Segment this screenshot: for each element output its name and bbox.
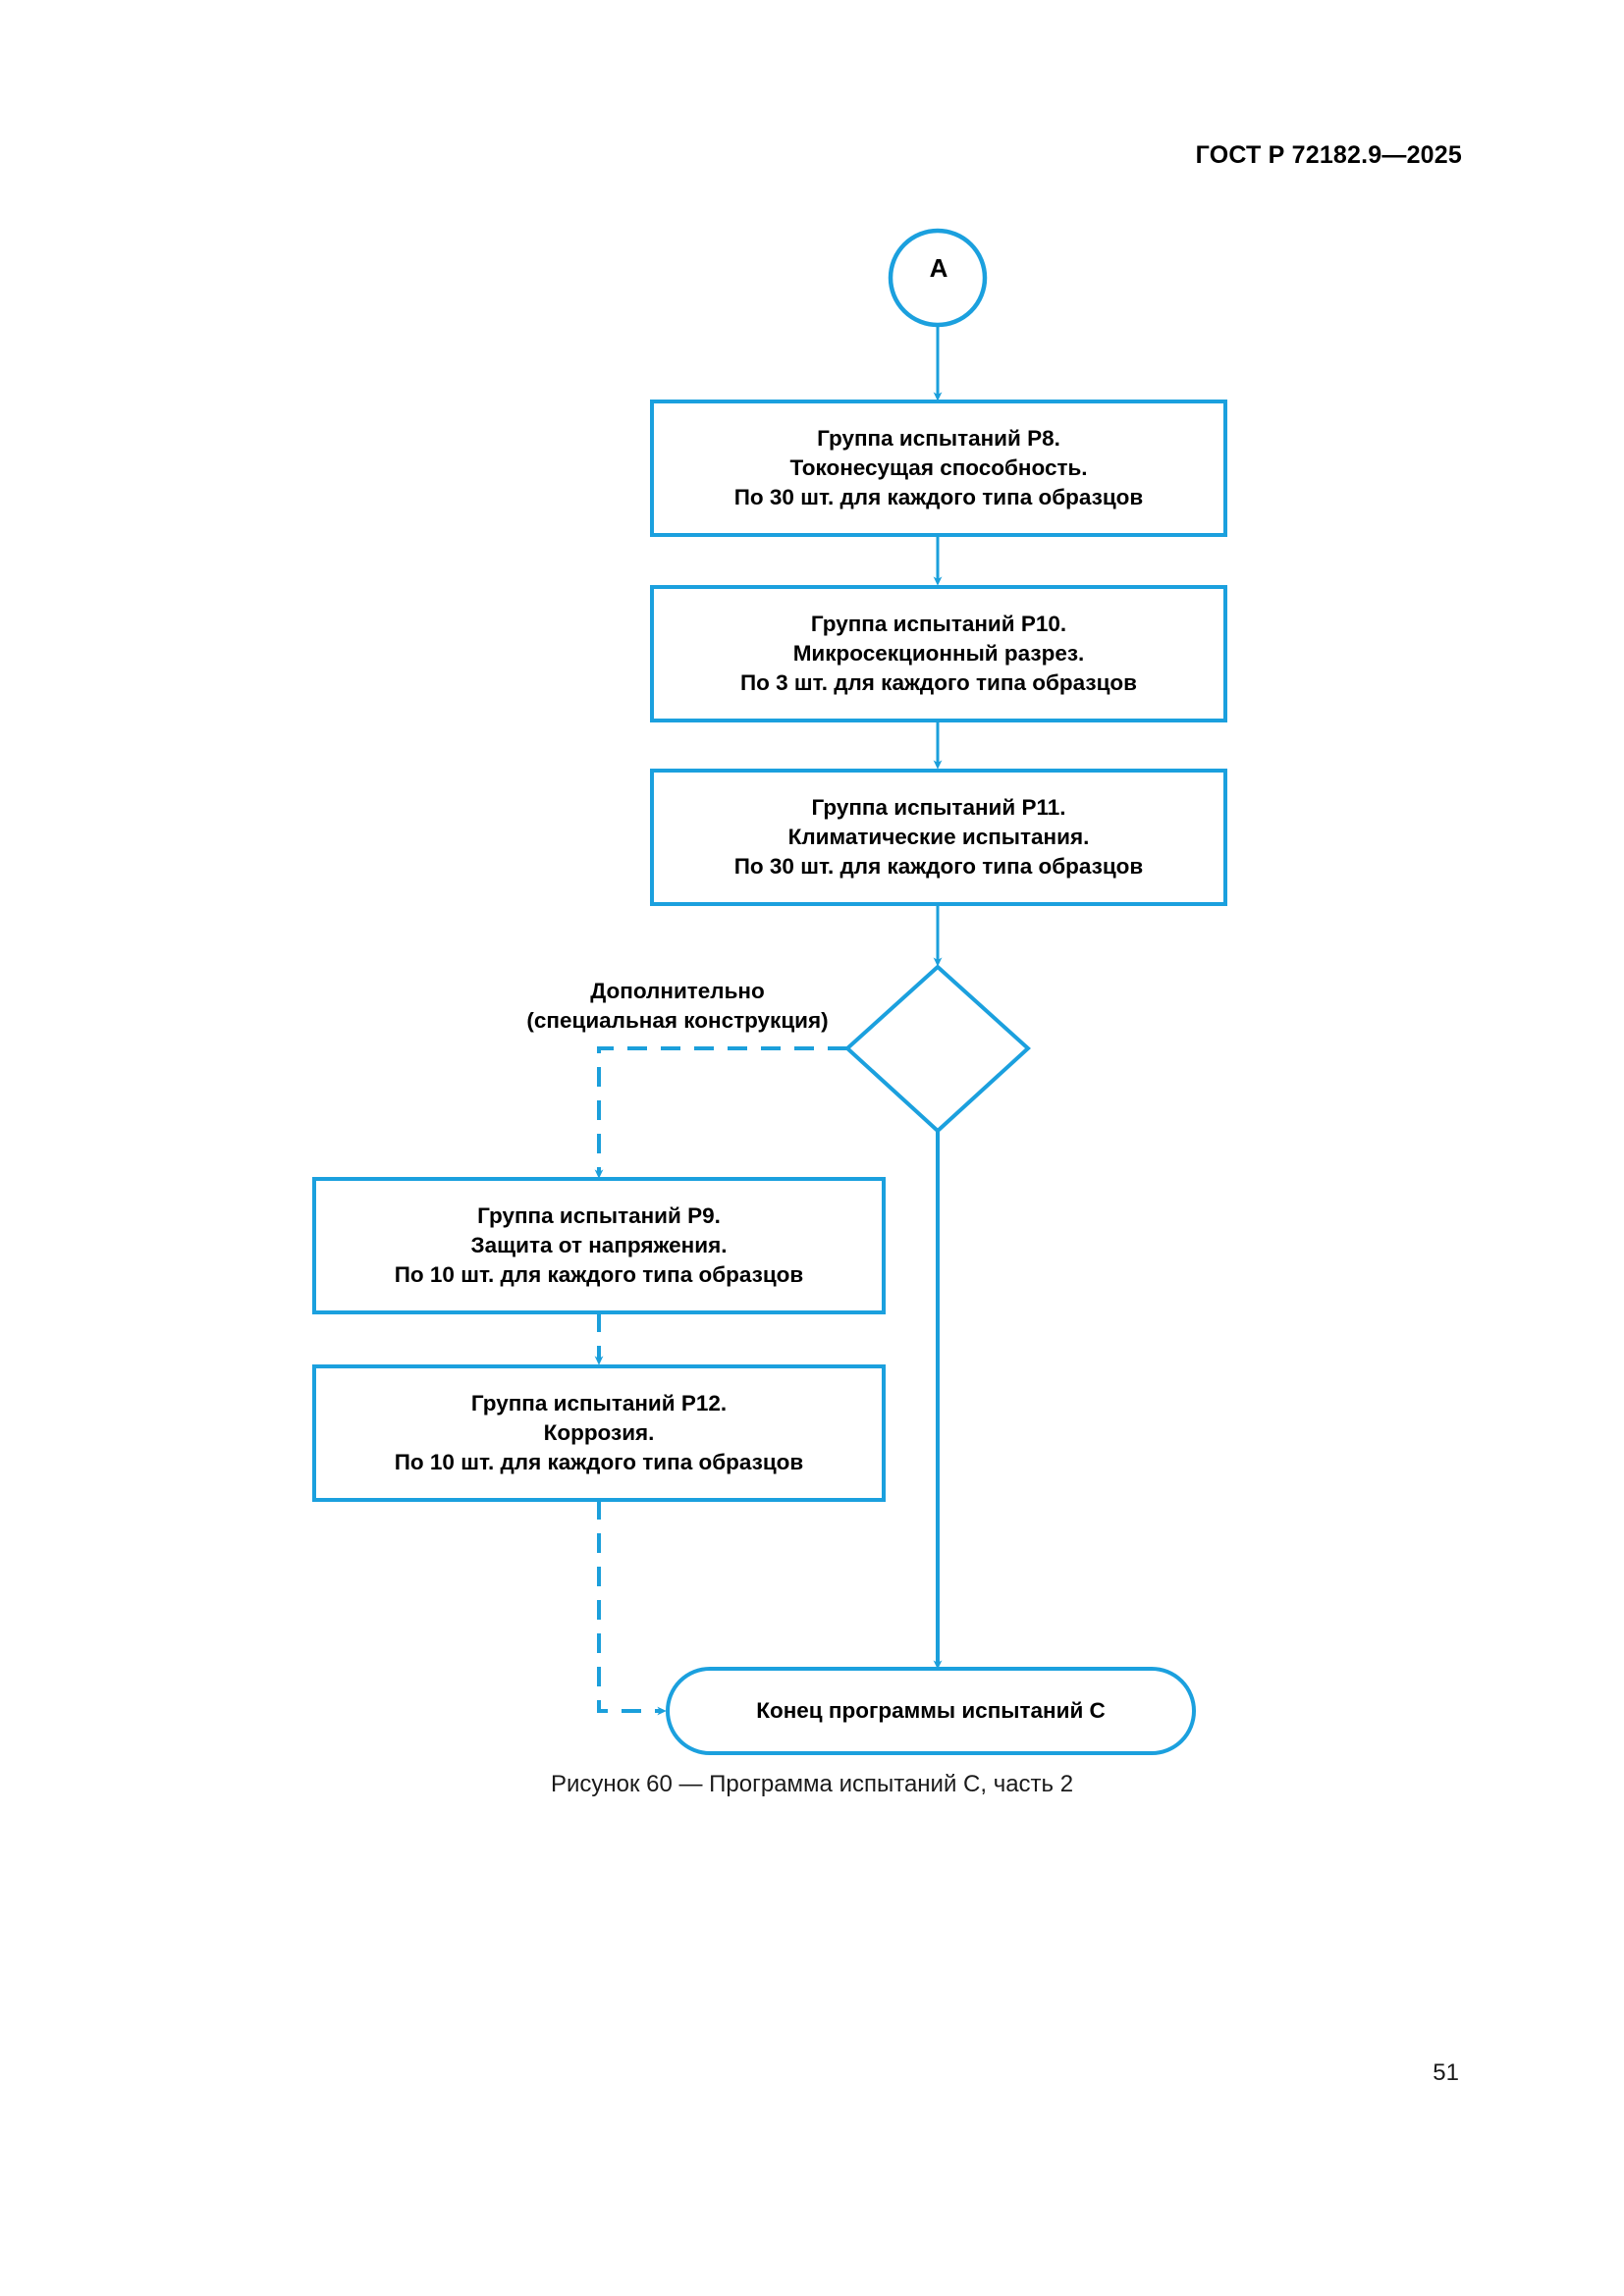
branch-label-line2: (специальная конструкция) bbox=[526, 1007, 829, 1033]
document-header-title: ГОСТ Р 72182.9—2025 bbox=[1195, 141, 1462, 169]
node-box-p12 bbox=[312, 1364, 886, 1502]
node-box-p11 bbox=[650, 769, 1227, 906]
figure-caption: Рисунок 60 — Программа испытаний С, част… bbox=[550, 1771, 1074, 1797]
connector-a-circle bbox=[888, 228, 988, 328]
connector-a-label: A bbox=[929, 253, 948, 283]
edge-p12-to-terminator-dashed bbox=[597, 1500, 667, 1716]
terminator-label: Конец программы испытаний С bbox=[756, 1698, 1106, 1723]
branch-label-line1: Дополнительно bbox=[590, 979, 765, 1003]
page-number: 51 bbox=[1433, 2059, 1459, 2086]
node-box-p10 bbox=[650, 585, 1227, 722]
node-box-p8 bbox=[650, 400, 1227, 537]
edge-decision-to-p9-dashed bbox=[594, 1046, 847, 1179]
branch-condition-label: Дополнительно (специальная конструкция) bbox=[471, 977, 884, 1036]
node-box-p9 bbox=[312, 1177, 886, 1314]
node-terminator bbox=[666, 1667, 1196, 1755]
